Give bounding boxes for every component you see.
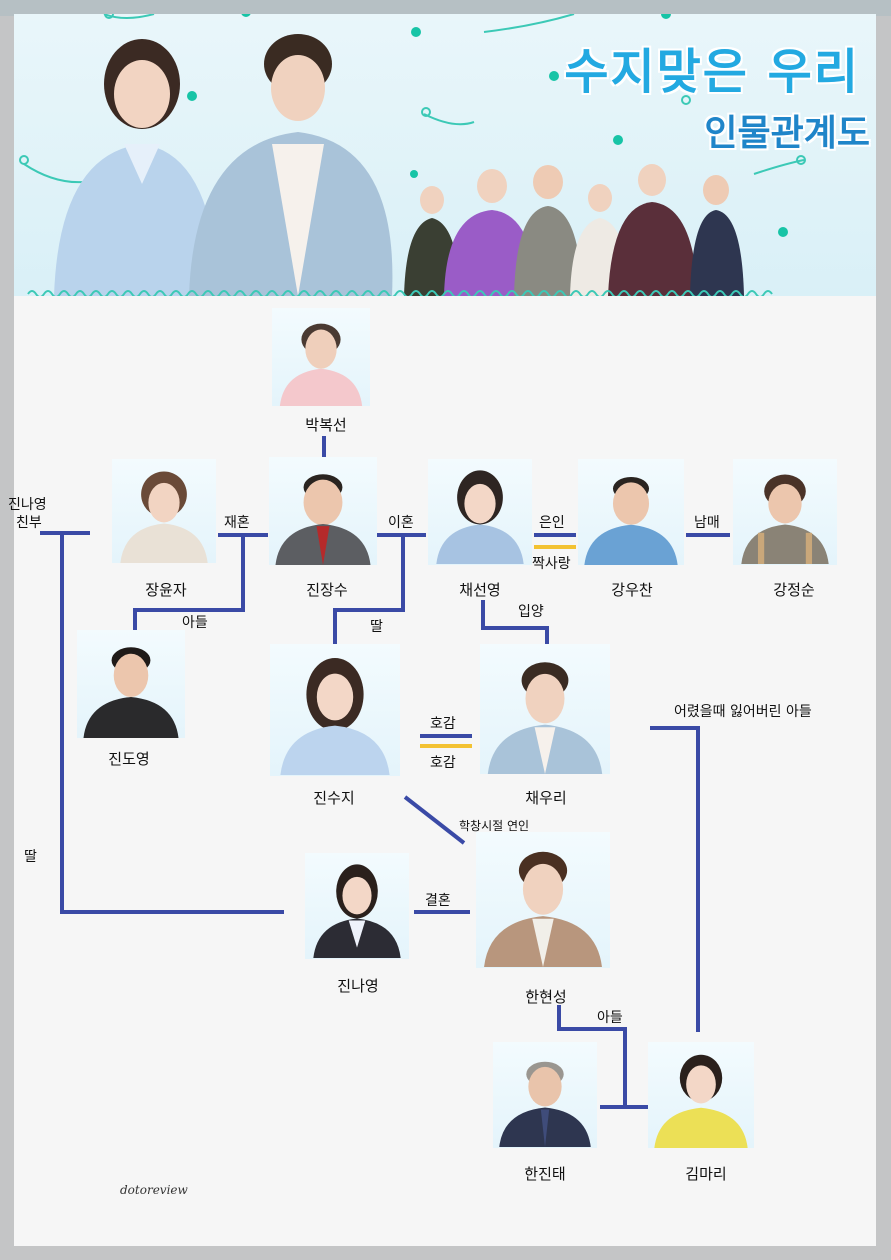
portrait-chae-wuri	[480, 644, 610, 774]
label-adoption: 입양	[518, 604, 544, 620]
line-bak-to-jin	[322, 436, 326, 458]
name-jin-nayeong: 진나영	[337, 977, 379, 995]
name-kang-wuchan: 강우찬	[611, 581, 653, 599]
name-jin-suji: 진수지	[313, 789, 355, 807]
label-divorce: 이혼	[388, 515, 414, 531]
label-marriage: 결혼	[425, 893, 451, 909]
label-siblings: 남매	[694, 515, 720, 531]
line-affection-yellow	[420, 744, 472, 748]
name-kang-jeongsun: 강정순	[773, 581, 815, 599]
line-crush	[534, 545, 576, 549]
line-parents	[600, 1105, 650, 1109]
line-affection	[420, 734, 472, 738]
drama-title: 수지맞은 우리	[564, 44, 860, 100]
name-jin-doyeong: 진도영	[108, 750, 150, 768]
line-son-doyeong-h	[133, 608, 245, 612]
line-father-v	[60, 531, 64, 914]
title-banner: 수지맞은 우리 인물관계도	[14, 14, 876, 296]
portrait-kim-mari	[648, 1042, 754, 1148]
line-son-hs-v2	[623, 1027, 627, 1109]
line-adopt-v2	[545, 626, 549, 644]
line-adopt-v1	[481, 600, 485, 630]
line-daughter-suji-v	[333, 608, 337, 644]
label-son-doyeong: 아들	[182, 615, 208, 631]
label-daughter-nayeong: 딸	[24, 849, 37, 865]
label-jinnayeong-father-2: 친부	[16, 515, 42, 531]
label-benefactor: 은인	[539, 515, 565, 531]
portrait-han-jintae	[493, 1042, 597, 1148]
line-father-h	[40, 531, 90, 535]
line-adopt-h	[481, 626, 549, 630]
label-lost-son: 어렸을때 잃어버린 아들	[674, 704, 812, 720]
line-benefactor	[534, 533, 576, 537]
line-remarriage-v	[241, 533, 245, 612]
label-crush: 짝사랑	[532, 556, 571, 572]
portrait-jin-nayeong	[305, 853, 409, 959]
name-han-jintae: 한진태	[524, 1165, 566, 1183]
portrait-kang-wuchan	[578, 459, 684, 565]
label-jinnayeong-father-1: 진나영	[8, 497, 47, 513]
line-marriage	[414, 910, 470, 914]
line-lost-son-v	[696, 726, 700, 1032]
name-han-hyeonseong: 한현성	[525, 988, 567, 1006]
label-son-hyeonseong: 아들	[597, 1010, 623, 1026]
name-chae-seonyeong: 채선영	[459, 581, 501, 599]
diagram-subtitle: 인물관계도	[704, 113, 870, 154]
name-jang-yunja: 장윤자	[145, 581, 187, 599]
name-kim-mari: 김마리	[685, 1165, 727, 1183]
label-remarriage: 재혼	[224, 515, 250, 531]
portrait-jin-doyeong	[77, 630, 185, 738]
line-siblings	[686, 533, 730, 537]
portrait-jang-yunja	[112, 459, 216, 563]
portrait-han-hyeonseong	[476, 832, 610, 968]
line-divorce-v	[401, 533, 405, 612]
name-chae-wuri: 채우리	[525, 789, 567, 807]
portrait-kang-jeongsun	[733, 459, 837, 565]
line-son-hs-h	[557, 1027, 627, 1031]
portrait-bak-bokseon	[272, 308, 370, 406]
name-bak-bokseon: 박복선	[305, 416, 347, 434]
label-affection-bottom: 호감	[430, 755, 456, 771]
line-son-hs-v1	[557, 1005, 561, 1031]
name-jin-jangsu: 진장수	[306, 581, 348, 599]
label-affection-top: 호감	[430, 716, 456, 732]
line-lost-son-h	[650, 726, 700, 730]
portrait-jin-suji	[270, 644, 400, 776]
line-son-doyeong-v	[133, 608, 137, 630]
banner-decoration	[19, 14, 806, 296]
line-father-bottom	[60, 910, 284, 914]
label-school-lover: 학창시절 연인	[459, 819, 530, 833]
portrait-chae-seonyeong	[428, 459, 532, 565]
label-daughter-suji: 딸	[370, 619, 383, 635]
line-daughter-suji-h	[333, 608, 405, 612]
top-frame	[0, 0, 891, 16]
watermark: dotoreview	[120, 1183, 188, 1197]
portrait-jin-jangsu	[269, 457, 377, 565]
